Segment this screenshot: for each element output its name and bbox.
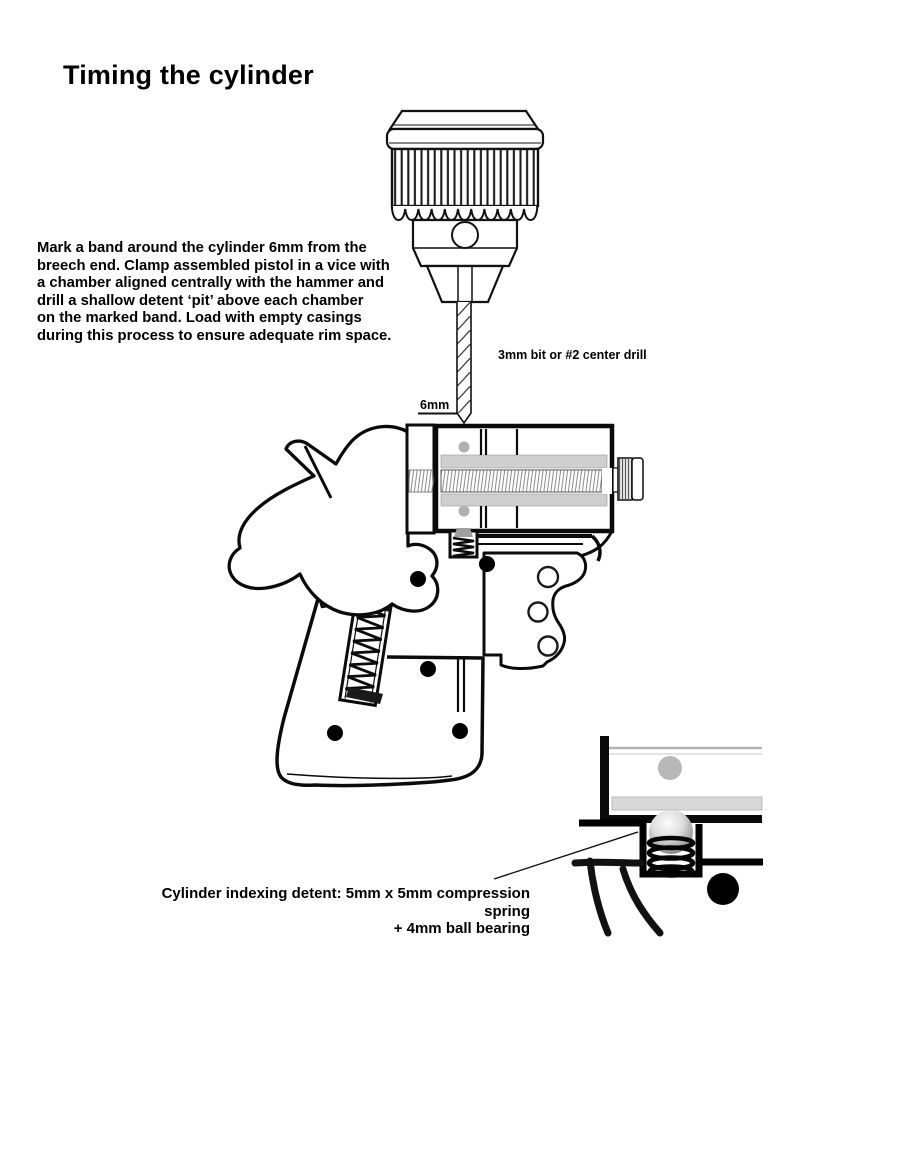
cylinder [433,423,615,534]
drill-bit-label: 3mm bit or #2 center drill [498,348,647,362]
instructions-text: Mark a band around the cylinder 6mm from… [37,240,392,344]
detent-caption: Cylinder indexing detent: 5mm x 5mm comp… [118,885,530,938]
chuck-key-hole [451,221,479,249]
detent-spring-housing [448,528,479,559]
pin-trigger [420,661,436,677]
cylinder-axis-rod [440,469,603,493]
detent-spring [452,536,475,558]
frame-pins [327,556,495,741]
pin-hammer-pivot [410,571,426,587]
pin-grip-left [327,725,343,741]
axis-rod-nut [612,457,644,501]
pin-grip-right [452,723,468,739]
axis-rod-left [408,469,435,493]
pistol-illustration [227,423,644,788]
hammer-notch [303,445,333,499]
detent-ball [454,528,473,537]
mainspring-seat [346,687,383,704]
caption-leader-line [493,831,639,880]
chuck-body [411,218,519,268]
pin-detail [707,873,739,905]
frame-holes [527,565,560,657]
chamber-dot-top [458,441,470,453]
page-title: Timing the cylinder [63,60,314,90]
detent-detail-illustration [493,736,763,937]
frame-sketch-strokes [571,857,664,937]
compression-spring [646,835,696,878]
pin-frame-top [479,556,495,572]
cylinder-corner [600,736,763,823]
chuck-knurled-drum [390,147,540,208]
chamber-dot [658,756,682,780]
detent-caption-line2: + 4mm ball bearing [393,920,530,937]
chuck-collar [385,127,545,151]
drill-chuck-illustration [385,109,545,425]
drill-bit [456,302,472,425]
chuck-gear-teeth [391,206,539,222]
chuck-cap [387,109,541,131]
chuck-nose [425,264,505,304]
chamber-dot-bottom [458,505,470,517]
band-offset-label: 6mm [420,398,450,412]
case-rim-lines [479,429,519,528]
hammer [227,424,440,617]
frame-top-lines [477,530,614,562]
detent-caption-line1: Cylinder indexing detent: 5mm x 5mm comp… [161,885,530,920]
ball-bearing [649,810,693,854]
